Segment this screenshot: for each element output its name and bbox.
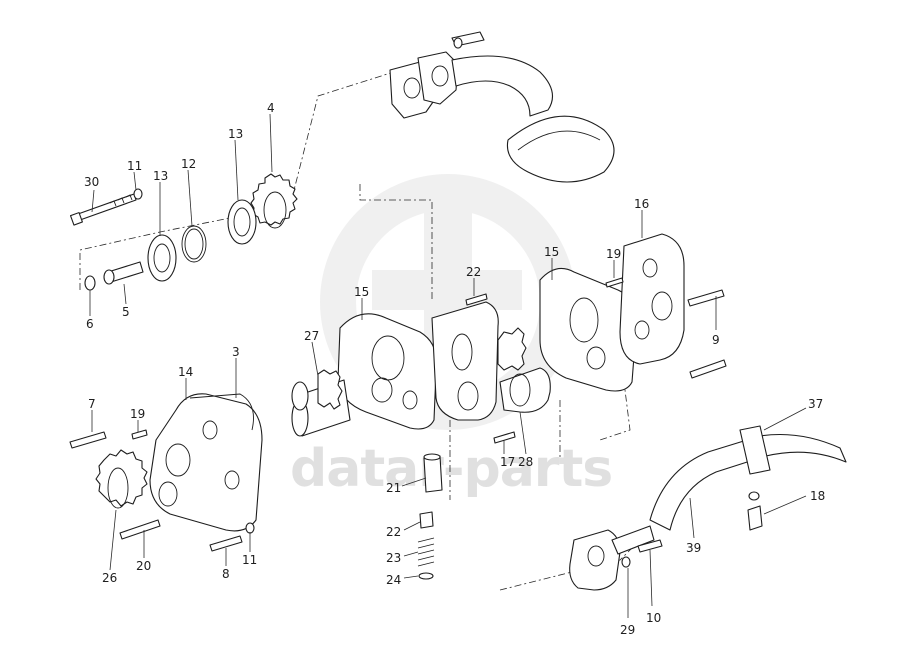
dowel-pin-19-upper [605, 277, 624, 288]
pump-gear-27 [291, 369, 351, 437]
stud-22-upper [465, 293, 488, 306]
callout-7: 7 [88, 397, 96, 411]
callout-14: 14 [178, 365, 193, 379]
callout-13-lower-bearing: 13 [153, 169, 168, 183]
stud-17 [493, 431, 516, 444]
callout-22-lower: 22 [386, 525, 401, 539]
callout-8: 8 [222, 567, 230, 581]
leader-lines [89, 113, 807, 618]
callout-3: 3 [232, 345, 240, 359]
callout-13-upper-bearing: 13 [228, 127, 243, 141]
callout-11-upper: 11 [127, 159, 142, 173]
callout-19-upper: 19 [606, 247, 621, 261]
pump-gear-28 [497, 327, 551, 413]
bolt-7 [69, 431, 107, 449]
washer-11-upper [133, 188, 143, 200]
bolt-30 [69, 193, 137, 226]
callout-37: 37 [808, 397, 823, 411]
pump-housing-15-right [539, 267, 638, 392]
spacer-5 [103, 261, 144, 285]
callout-15-right: 15 [544, 245, 559, 259]
callout-5: 5 [122, 305, 130, 319]
bearing-13-upper [227, 199, 257, 245]
callout-11-lower: 11 [242, 553, 257, 567]
pump-housing-15-left [337, 313, 438, 430]
timing-gear-4 [250, 173, 298, 229]
callout-18: 18 [810, 489, 825, 503]
watermark-text: datar-parts [290, 439, 612, 499]
washer-11-lower [245, 522, 255, 534]
callout-19-lower: 19 [130, 407, 145, 421]
callout-23: 23 [386, 551, 401, 565]
washer-6 [84, 275, 96, 291]
bolt-20 [119, 519, 161, 540]
callout-10: 10 [646, 611, 661, 625]
nut-18 [748, 491, 760, 501]
callout-16: 16 [634, 197, 649, 211]
pump-cover-16 [619, 233, 685, 365]
callout-28: 28 [518, 455, 533, 469]
callout-9: 9 [712, 333, 720, 347]
bearing-13-lower [147, 234, 177, 282]
callout-27: 27 [304, 329, 319, 343]
callout-17: 17 [500, 455, 515, 469]
callout-26: 26 [102, 571, 117, 585]
callout-21: 21 [386, 481, 401, 495]
dowel-pin-19-lower [131, 429, 148, 440]
relief-valve-assembly [417, 453, 443, 580]
bolt-10 [637, 539, 663, 553]
washer-29 [621, 556, 631, 568]
callout-39: 39 [686, 541, 701, 555]
front-housing-14 [149, 393, 263, 532]
drive-gear-26 [95, 449, 148, 509]
pump-plate [431, 301, 499, 421]
bolts-9 [687, 289, 727, 379]
callout-24: 24 [386, 573, 401, 587]
oil-strainer-pipe [389, 31, 615, 183]
bolt-18 [747, 505, 763, 531]
callout-20: 20 [136, 559, 151, 573]
delivery-pipe-39 [569, 425, 847, 591]
bolt-8 [209, 535, 243, 552]
callout-labels: 30 11 13 12 13 4 6 5 22 15 15 19 16 9 27… [84, 101, 825, 637]
callout-29: 29 [620, 623, 635, 637]
callout-6: 6 [86, 317, 94, 331]
circlip-12 [181, 225, 207, 263]
callout-15-left: 15 [354, 285, 369, 299]
callout-22-upper: 22 [466, 265, 481, 279]
callout-4: 4 [267, 101, 275, 115]
callout-12: 12 [181, 157, 196, 171]
callout-30: 30 [84, 175, 99, 189]
